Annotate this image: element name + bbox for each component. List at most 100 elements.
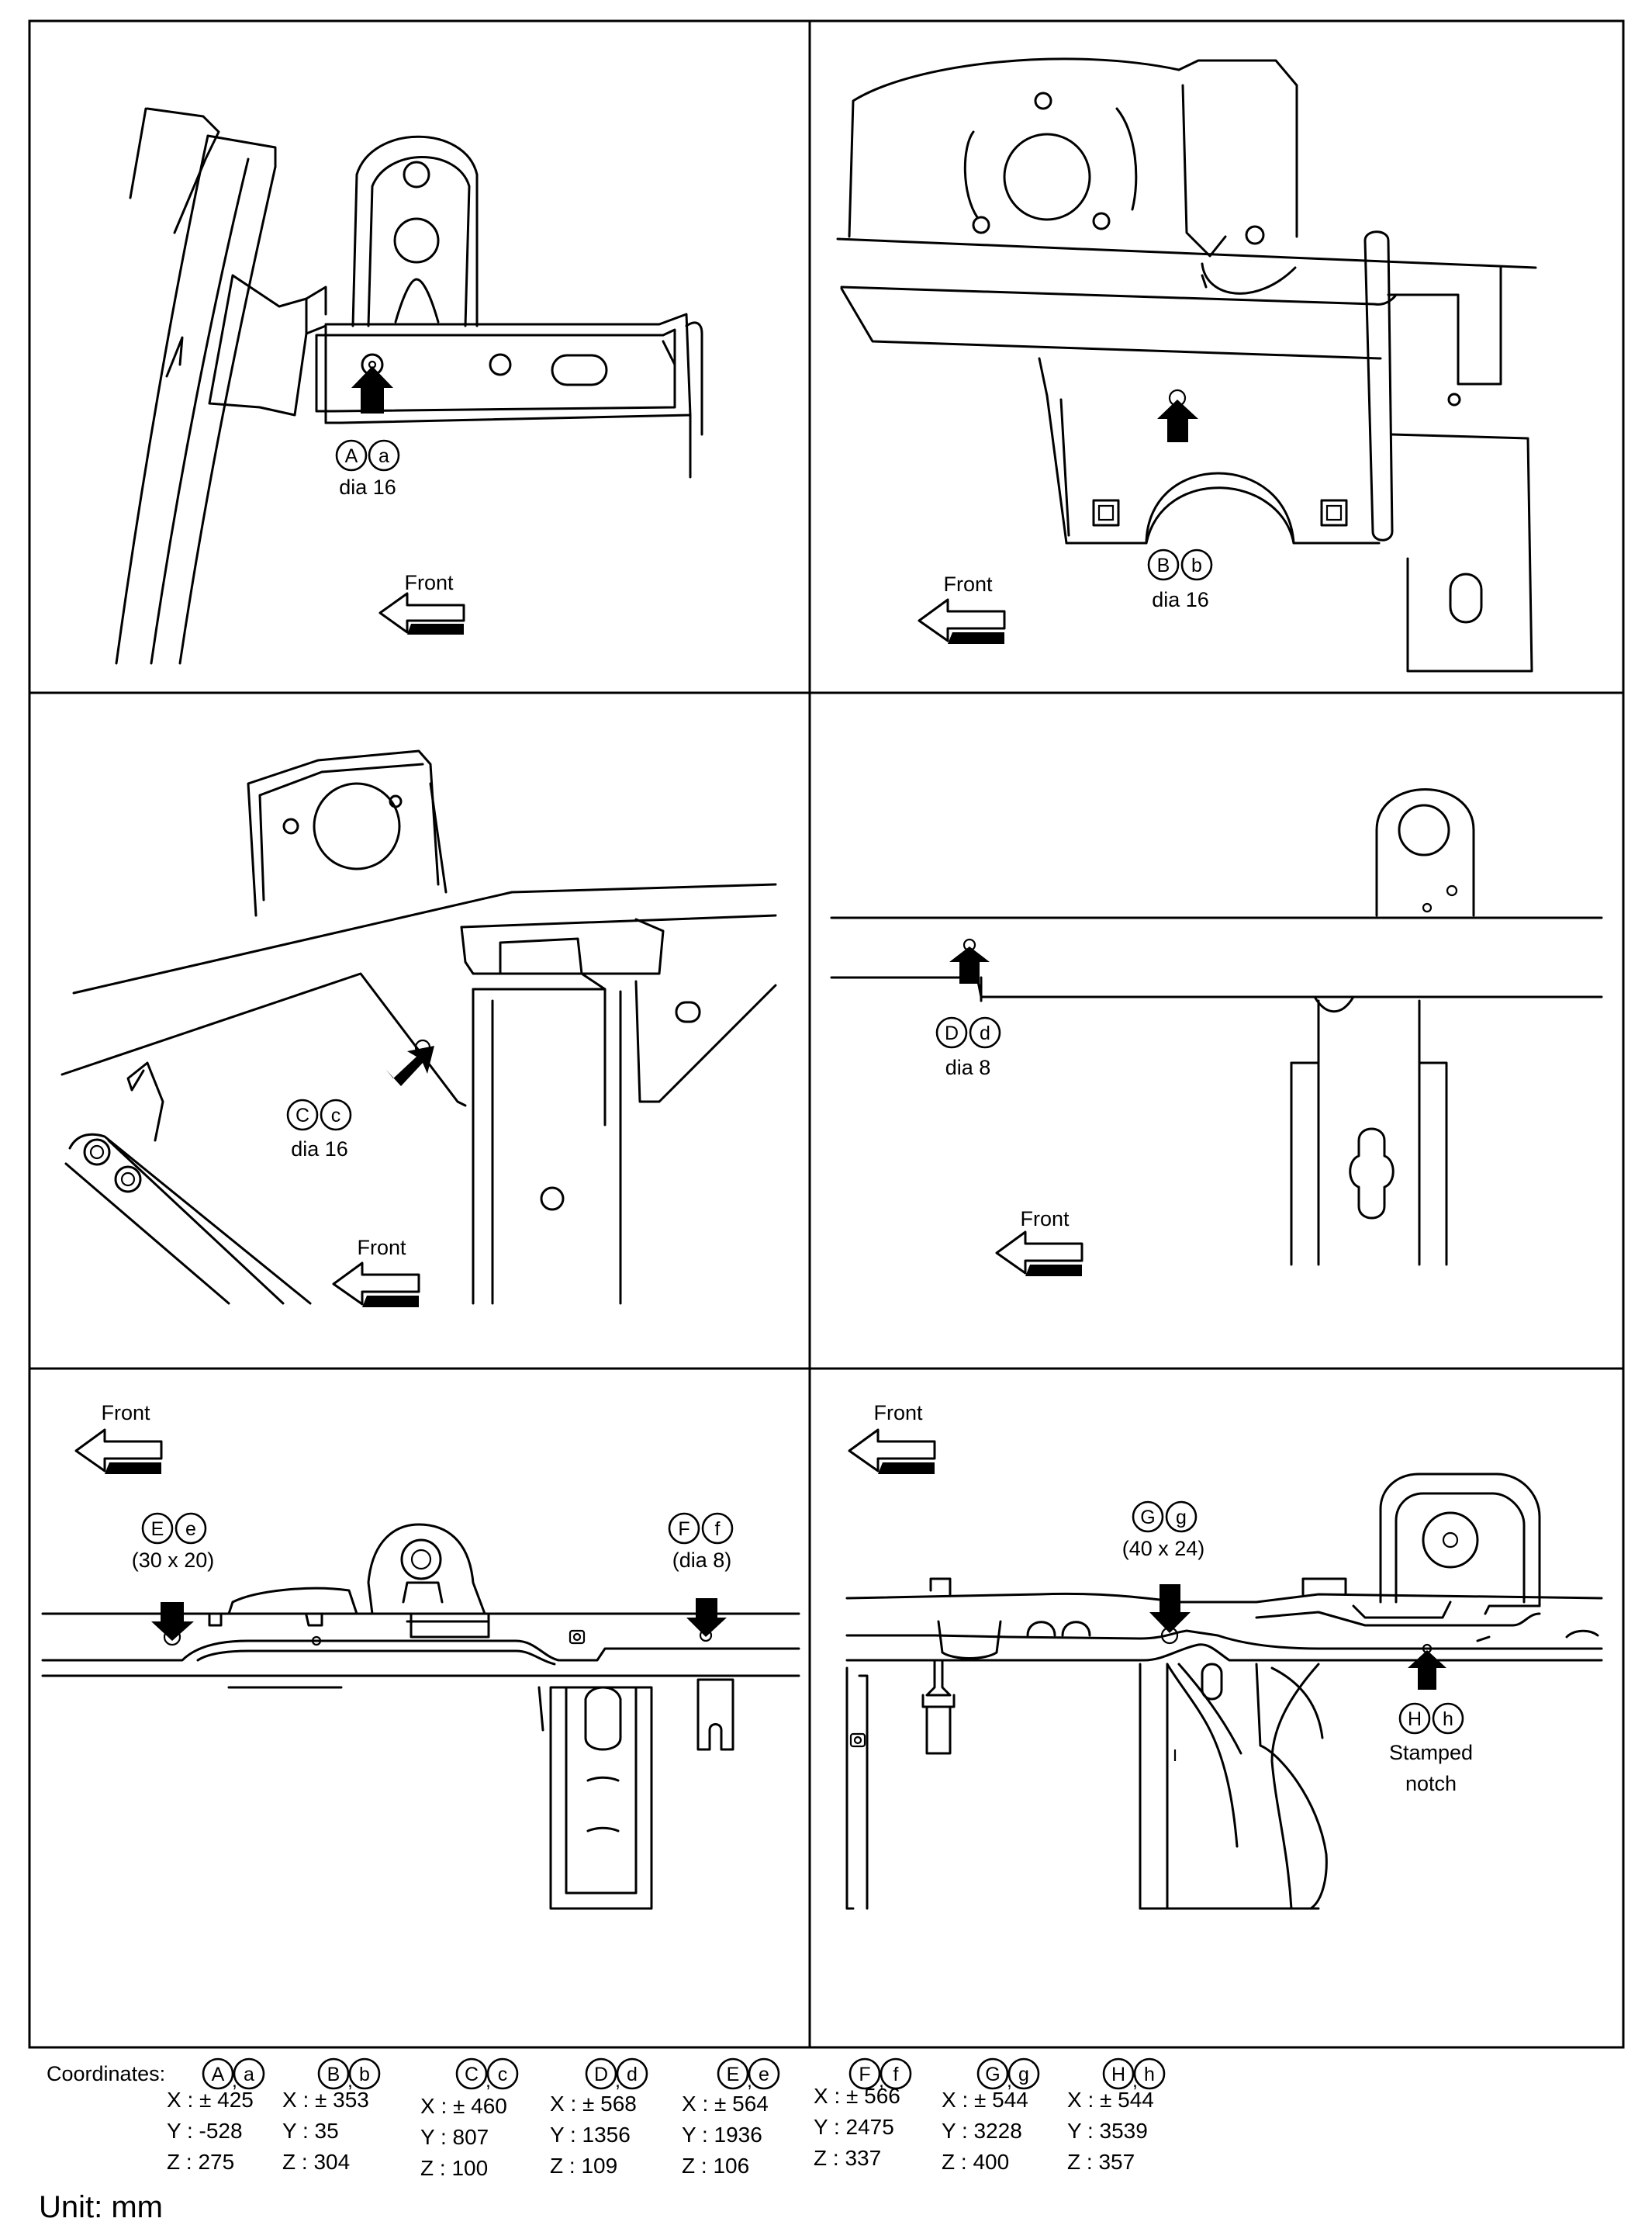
panel-e-size-label: (30 x 20) (132, 1549, 215, 1572)
panel-h-letter-lower: h (1443, 1708, 1453, 1730)
coordinate-x-value: X : ± 544 (942, 2088, 1028, 2112)
coordinate-letter-upper: F (859, 2064, 870, 2085)
coordinate-letter-circle (348, 2057, 381, 2090)
coordinate-y-value: Y : 2475 (814, 2115, 894, 2139)
coordinate-z-value: Z : 337 (814, 2146, 881, 2170)
coordinate-y-value: Y : -528 (167, 2119, 243, 2143)
panel-d: Front D d dia 8 (830, 788, 1603, 1276)
panel-d-letter-upper: D (945, 1023, 959, 1044)
panel-b-size-label: dia 16 (1152, 588, 1209, 611)
panel-gh-front-arrow: Front (848, 1401, 936, 1474)
panel-e-callout: E e (30 x 20) (132, 1512, 215, 1572)
coordinate-letter-lower: f (893, 2064, 899, 2085)
coordinate-letter-circle (486, 2057, 519, 2090)
panel-h-letter-upper: H (1408, 1708, 1422, 1730)
coordinate-y-value: Y : 3539 (1067, 2119, 1148, 2143)
panel-gh-drawing (845, 1472, 1603, 1910)
panel-b: Front B b dia 16 (836, 57, 1537, 673)
panel-a: Front A a dia 16 (115, 107, 703, 665)
coordinate-y-value: Y : 1936 (682, 2123, 762, 2147)
panel-a-front-label: Front (404, 571, 454, 594)
coordinate-letter-lower: d (627, 2064, 638, 2085)
coordinate-y-value: Y : 1356 (550, 2123, 631, 2147)
coordinate-letter-circle (1133, 2057, 1166, 2090)
coordinate-letter-circle (455, 2057, 488, 2090)
panel-g-letter-upper: G (1140, 1507, 1155, 1528)
panel-g-letter-lower: g (1176, 1507, 1187, 1528)
panel-c-callout: C c dia 16 (286, 1099, 352, 1161)
coordinate-x-value: X : ± 460 (420, 2094, 507, 2118)
coordinate-x-value: X : ± 544 (1067, 2088, 1154, 2112)
panel-e-letter-lower: e (185, 1518, 196, 1540)
coordinate-letter-circle (1007, 2057, 1040, 2090)
panel-c-drawing (60, 749, 777, 1305)
panel-ef-front-label: Front (101, 1401, 150, 1424)
coordinate-letter-lower: b (359, 2064, 370, 2085)
coordinate-letter-circle (848, 2057, 881, 2090)
panel-ef-drawing (41, 1523, 800, 1910)
panel-a-drawing (115, 107, 703, 665)
panel-e-letter-upper: E (151, 1518, 164, 1540)
coordinate-z-value: Z : 304 (282, 2150, 350, 2174)
coordinate-z-value: Z : 106 (682, 2154, 749, 2178)
coordinate-letter-upper: A (212, 2064, 225, 2085)
coordinate-letter-upper: D (594, 2064, 608, 2085)
coordinate-y-value: Y : 807 (420, 2125, 489, 2149)
panel-b-callout: B b dia 16 (1147, 549, 1213, 611)
panel-a-front-arrow: Front (378, 571, 465, 635)
panel-g-callout: G g (40 x 24) (1122, 1500, 1204, 1560)
coordinate-comma: , (615, 2070, 620, 2092)
coordinate-letter-lower: c (498, 2064, 508, 2085)
coordinate-comma: , (486, 2070, 491, 2092)
panel-a-letter-upper: A (345, 445, 358, 467)
coordinate-letter-upper: H (1111, 2064, 1125, 2085)
coordinate-letter-upper: C (465, 2064, 479, 2085)
coordinates-title: Coordinates: (47, 2062, 165, 2085)
coordinate-z-value: Z : 109 (550, 2154, 617, 2178)
coordinate-z-value: Z : 100 (420, 2156, 488, 2180)
panel-f-letter-lower: f (715, 1518, 721, 1540)
panel-d-callout: D d dia 8 (935, 1016, 1001, 1079)
panel-c-front-arrow: Front (332, 1236, 420, 1307)
coordinate-letter-circle (717, 2057, 749, 2090)
coordinate-z-value: Z : 357 (1067, 2150, 1135, 2174)
panel-c-front-label: Front (357, 1236, 406, 1259)
coordinate-letter-upper: B (327, 2064, 340, 2085)
panel-gh-front-label: Front (873, 1401, 923, 1424)
panel-f-size-label: (dia 8) (672, 1549, 732, 1572)
panel-b-letter-lower: b (1191, 555, 1202, 576)
panel-c-letter-upper: C (295, 1105, 309, 1126)
coordinate-letter-circle (880, 2057, 912, 2090)
coordinate-comma: , (1007, 2070, 1012, 2092)
panel-d-front-label: Front (1020, 1207, 1070, 1230)
panel-c-size-label: dia 16 (291, 1137, 348, 1161)
panel-b-front-label: Front (943, 573, 993, 596)
coordinate-letter-upper: E (727, 2064, 740, 2085)
panel-f-callout: F f (dia 8) (668, 1512, 734, 1572)
panel-h-callout: H h Stamped notch (1389, 1702, 1473, 1795)
panel-a-callout: A a dia 16 (335, 439, 400, 499)
coordinate-x-value: X : ± 566 (814, 2084, 900, 2108)
coordinate-x-value: X : ± 425 (167, 2088, 254, 2112)
coordinate-letter-circle (585, 2057, 617, 2090)
coordinate-y-value: Y : 35 (282, 2119, 339, 2143)
coordinate-x-value: X : ± 353 (282, 2088, 369, 2112)
panel-h-size-line-2: notch (1405, 1772, 1457, 1795)
coordinate-comma: , (232, 2070, 237, 2092)
panel-a-letter-lower: a (378, 445, 389, 467)
panel-b-letter-upper: B (1157, 555, 1170, 576)
coordinate-comma: , (1132, 2070, 1138, 2092)
coordinate-letter-upper: G (985, 2064, 1000, 2085)
coordinate-letter-lower: e (759, 2064, 769, 2085)
coordinate-letter-circle (1102, 2057, 1135, 2090)
coordinate-letter-circle (233, 2057, 265, 2090)
coordinate-letter-circle (202, 2057, 234, 2090)
coordinate-letter-lower: a (244, 2064, 254, 2085)
